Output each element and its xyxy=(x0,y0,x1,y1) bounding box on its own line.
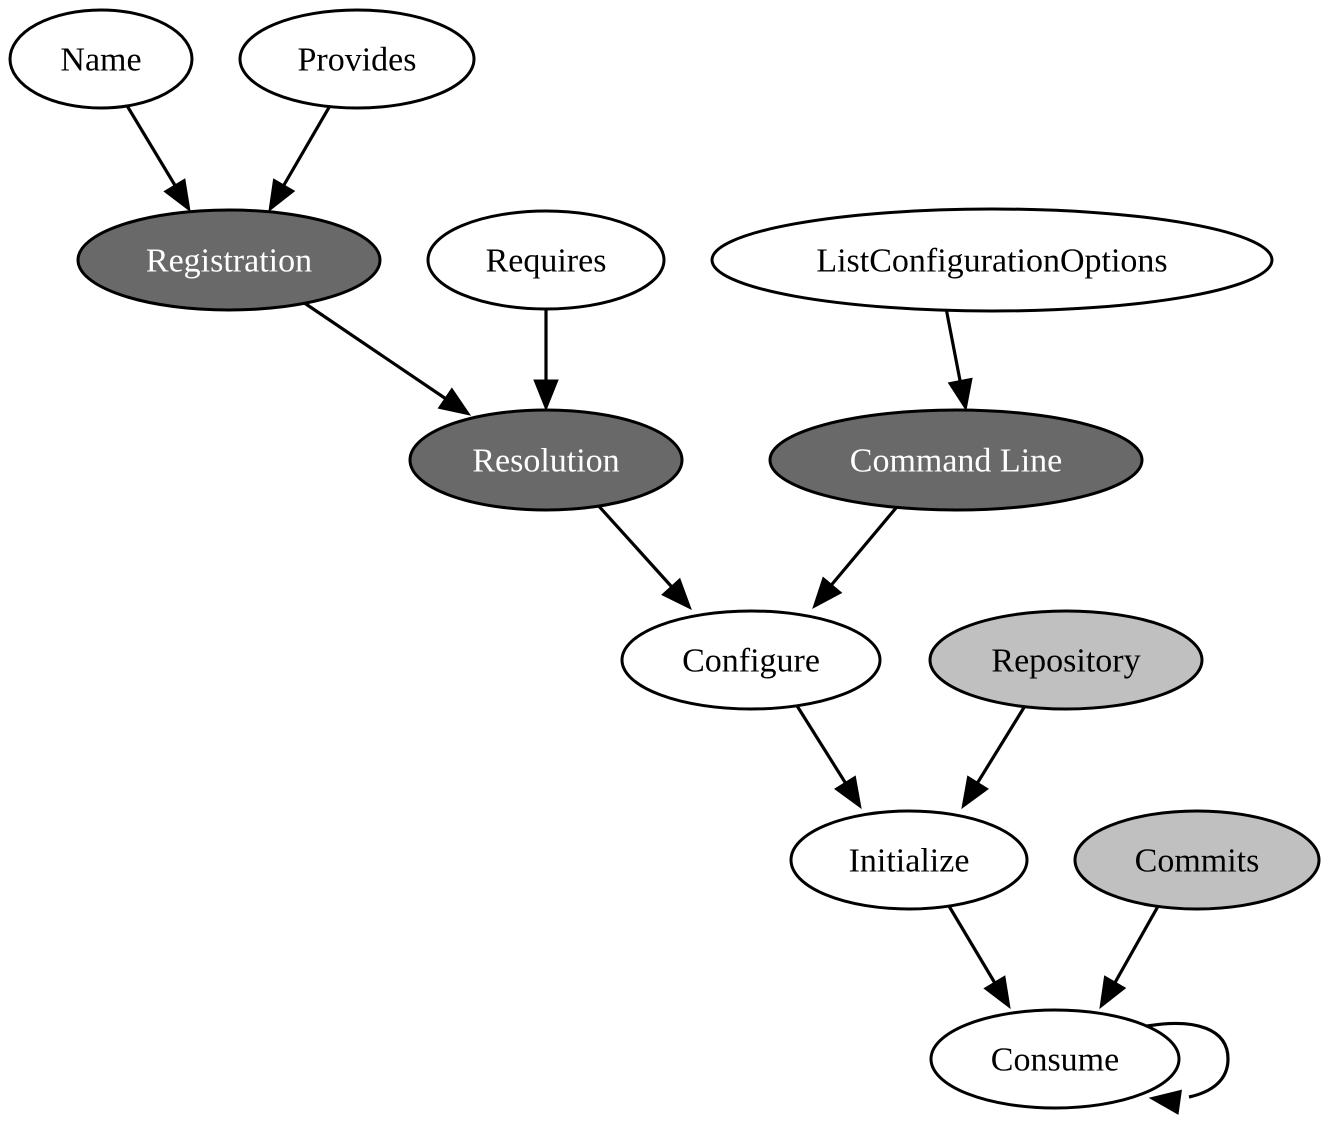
arrowhead-icon xyxy=(1148,1089,1182,1115)
arrowhead-icon xyxy=(834,775,862,810)
node-shape-commandline[interactable] xyxy=(768,408,1144,512)
node-commits[interactable]: Commits xyxy=(1073,809,1321,911)
arrowhead-icon xyxy=(812,576,843,610)
node-registration[interactable]: Registration xyxy=(76,208,382,312)
node-name[interactable]: Name xyxy=(8,8,194,110)
edge-name-to-registration xyxy=(124,103,191,213)
edges-layer xyxy=(124,103,1230,1115)
node-label-commandline: Command Line xyxy=(850,443,1062,480)
edge-line xyxy=(124,103,184,198)
arrowhead-icon xyxy=(163,178,191,213)
node-shape-commits[interactable] xyxy=(1073,809,1321,911)
node-initialize[interactable]: Initialize xyxy=(789,809,1029,911)
node-shape-consume[interactable] xyxy=(929,1008,1181,1110)
node-label-name: Name xyxy=(60,42,141,79)
node-shape-requires[interactable] xyxy=(426,209,666,311)
arrowhead-icon xyxy=(961,775,989,810)
node-configure[interactable]: Configure xyxy=(620,609,882,711)
node-shape-listconfig[interactable] xyxy=(710,207,1274,313)
edge-configure-to-initialize xyxy=(792,700,862,810)
edge-line xyxy=(968,700,1030,796)
arrowhead-icon xyxy=(661,577,692,611)
edge-line xyxy=(299,298,456,407)
node-label-initialize: Initialize xyxy=(849,843,970,880)
edge-registration-to-resolution xyxy=(299,298,472,416)
edge-line xyxy=(944,900,1004,996)
node-label-configure: Configure xyxy=(682,643,820,680)
edge-line xyxy=(792,700,855,796)
node-label-registration: Registration xyxy=(146,243,312,280)
arrowhead-icon xyxy=(437,387,472,416)
edge-requires-to-resolution xyxy=(533,309,559,412)
arrowhead-icon xyxy=(983,975,1011,1010)
node-listconfig[interactable]: ListConfigurationOptions xyxy=(710,207,1274,313)
node-shape-provides[interactable] xyxy=(238,8,476,110)
edge-repository-to-initialize xyxy=(961,700,1030,810)
edge-line xyxy=(1106,900,1163,996)
edge-line xyxy=(821,500,903,597)
arrowhead-icon xyxy=(947,377,973,412)
edge-line xyxy=(1146,1021,1230,1099)
arrowhead-icon xyxy=(268,178,296,213)
node-commandline[interactable]: Command Line xyxy=(768,408,1144,512)
node-label-repository: Repository xyxy=(991,643,1140,680)
arrowhead-icon xyxy=(533,379,559,412)
edge-line xyxy=(275,103,333,198)
edge-provides-to-registration xyxy=(268,103,333,213)
edge-resolution-to-configure xyxy=(594,501,692,611)
node-shape-repository[interactable] xyxy=(928,609,1204,711)
node-resolution[interactable]: Resolution xyxy=(408,408,684,512)
node-label-listconfig: ListConfigurationOptions xyxy=(816,243,1167,280)
node-shape-name[interactable] xyxy=(8,8,194,110)
node-label-requires: Requires xyxy=(486,243,607,280)
edge-self-loop-consume xyxy=(1146,1021,1230,1115)
node-shape-configure[interactable] xyxy=(620,609,882,711)
node-shape-registration[interactable] xyxy=(76,208,382,312)
node-provides[interactable]: Provides xyxy=(238,8,476,110)
node-shape-resolution[interactable] xyxy=(408,408,684,512)
node-repository[interactable]: Repository xyxy=(928,609,1204,711)
node-label-resolution: Resolution xyxy=(472,443,619,480)
node-shape-initialize[interactable] xyxy=(789,809,1029,911)
node-label-provides: Provides xyxy=(298,42,417,79)
node-consume[interactable]: Consume xyxy=(929,1008,1181,1110)
node-requires[interactable]: Requires xyxy=(426,209,666,311)
node-label-consume: Consume xyxy=(991,1042,1119,1079)
edge-commits-to-consume xyxy=(1099,900,1163,1010)
edge-commandline-to-configure xyxy=(812,500,903,610)
node-label-commits: Commits xyxy=(1135,843,1260,880)
arrowhead-icon xyxy=(1099,975,1127,1010)
edge-initialize-to-consume xyxy=(944,900,1011,1010)
edge-listconfig-to-commandline xyxy=(944,307,973,412)
edge-line xyxy=(594,501,682,598)
